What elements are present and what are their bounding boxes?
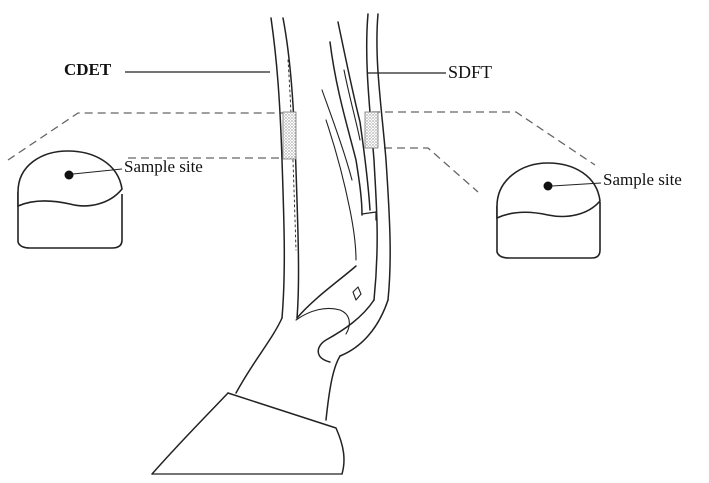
leader-lines: [125, 72, 446, 73]
sdft-caudal-edge: [367, 14, 377, 300]
sdft-cross-section: [497, 163, 600, 258]
fetlock-curve-upper: [297, 266, 356, 318]
sesamoid-mark: [353, 287, 361, 300]
cdet-inner-edge: [283, 18, 299, 318]
cdet-cross-section: [18, 151, 122, 248]
sdft-outer-edge: [377, 14, 390, 300]
sdft-label: SDFT: [448, 63, 492, 81]
sdft-sample-dot: [544, 182, 553, 191]
leg-drawing: [152, 14, 390, 474]
tendon-fibre-2: [322, 90, 352, 180]
cdet-sample-site-label: Sample site: [124, 158, 203, 175]
cdet-outer-edge: [271, 18, 284, 318]
cdet-sample-dot: [65, 171, 74, 180]
sdft-section-top: [497, 163, 600, 218]
pastern-dorsal-line: [236, 318, 282, 393]
cdet-sample-region: [283, 112, 296, 159]
pastern-palmar-line: [326, 356, 340, 420]
tendon-fibre-1: [344, 70, 360, 140]
palmar-line: [340, 300, 388, 356]
hoof-wall: [152, 393, 228, 474]
ligament-mark: [362, 212, 376, 220]
sdft-sample-site-label: Sample site: [603, 171, 682, 188]
hoof-coronary-band: [228, 393, 344, 474]
cdet-label: CDET: [64, 61, 111, 78]
sdft-sample-region: [365, 112, 378, 148]
